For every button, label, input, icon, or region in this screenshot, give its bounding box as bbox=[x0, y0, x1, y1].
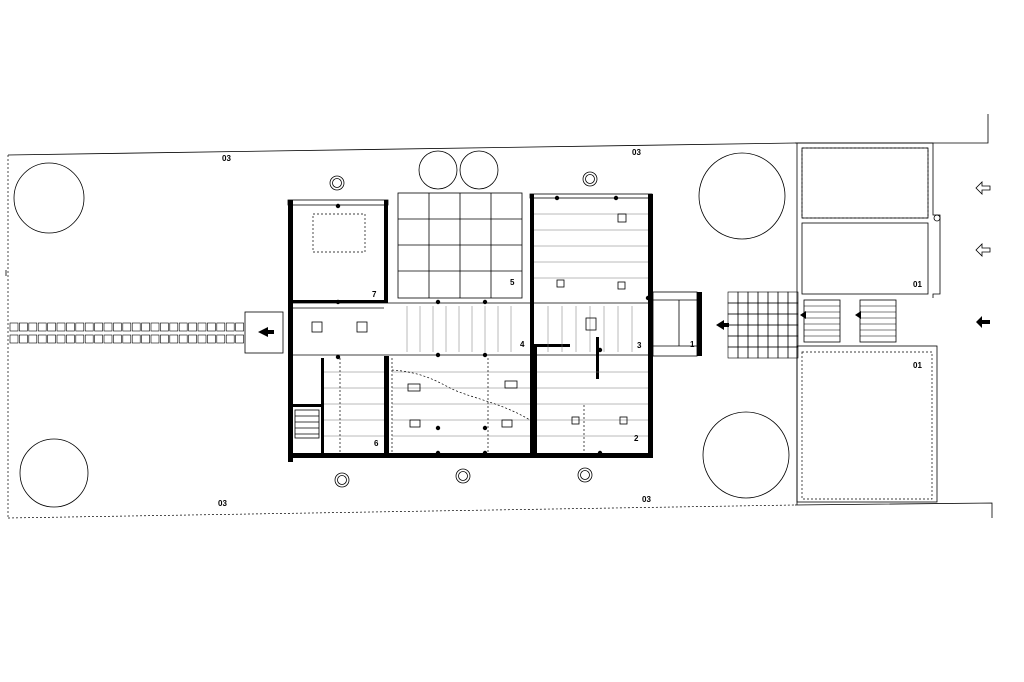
fixtures bbox=[311, 213, 628, 428]
parking-label-lower: 01 bbox=[913, 361, 922, 370]
room-label-6: 6 bbox=[374, 439, 379, 448]
site-label-bottom-left: 03 bbox=[218, 499, 227, 508]
entry-landing-west bbox=[244, 311, 284, 354]
arrow-icon-east-entry bbox=[716, 320, 729, 330]
parking-label-upper: 01 bbox=[913, 280, 922, 289]
arrow-icon-west-entry bbox=[258, 327, 274, 337]
arrow-icon-east-2 bbox=[975, 243, 991, 257]
room-label-3: 3 bbox=[637, 341, 642, 350]
house: 1 2 3 4 5 6 7 bbox=[287, 192, 695, 462]
room-label-2: 2 bbox=[634, 434, 639, 443]
site-label-top-left: 03 bbox=[222, 154, 231, 163]
floor-striping bbox=[324, 213, 648, 437]
site-label-bottom-right: 03 bbox=[642, 495, 651, 504]
room-label-5: 5 bbox=[510, 278, 515, 287]
east-paving bbox=[727, 291, 799, 359]
room-label-4: 4 bbox=[520, 340, 525, 349]
courtyard-grid bbox=[397, 192, 523, 299]
room-label-7: 7 bbox=[372, 290, 377, 299]
parking-structure: 01 01 bbox=[795, 142, 941, 505]
small-planters bbox=[329, 171, 598, 488]
room-label-1: 1 bbox=[690, 340, 695, 349]
east-entry bbox=[652, 291, 729, 357]
arrow-icon-east-3 bbox=[976, 316, 990, 328]
arrow-icon-east-1 bbox=[975, 181, 991, 195]
direction-arrows-east bbox=[975, 181, 991, 328]
left-paving-path bbox=[9, 322, 244, 344]
site-label-top-right: 03 bbox=[632, 148, 641, 157]
tree-canopies bbox=[13, 150, 790, 508]
stair-west bbox=[294, 409, 320, 439]
columns bbox=[335, 195, 651, 456]
